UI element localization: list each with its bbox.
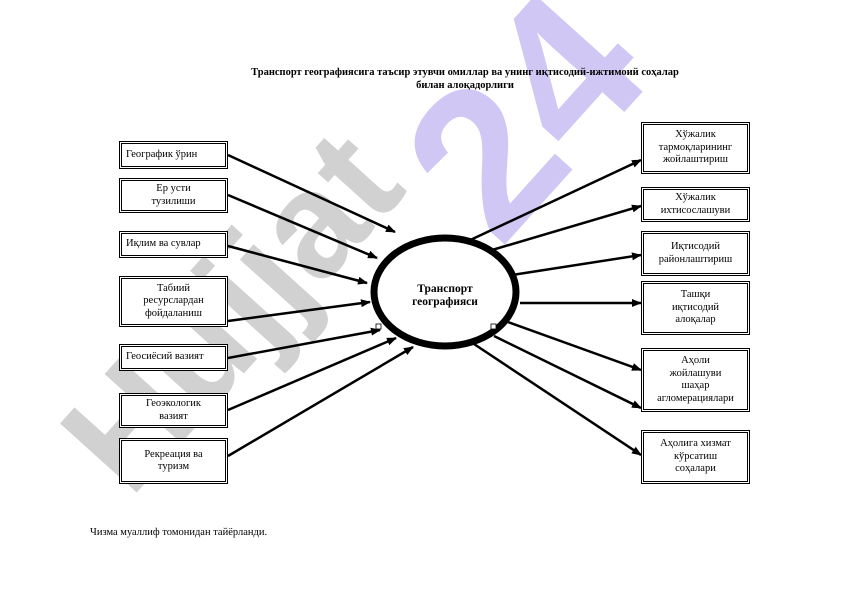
factor-box-climate-water: Иқлим ва сувлар	[119, 231, 228, 258]
center-label: Транспорт географияси	[386, 283, 504, 309]
center-label-line-2: географияси	[412, 296, 478, 308]
factor-label-line-1: Геоэкологик	[145, 398, 201, 409]
ellipse-handle-right	[490, 323, 497, 330]
ellipse-handle-left	[375, 323, 382, 330]
sector-label-line-4: агломерациялари	[657, 392, 734, 404]
factor-label: Географик ўрин	[126, 148, 198, 160]
factor-box-recreation-tourism: Рекреация ва туризм	[119, 438, 228, 484]
arrow-left-2	[227, 193, 378, 260]
factor-label-line-3: фойдаланиш	[145, 307, 202, 319]
sector-label-line-1: Ташқи	[680, 289, 711, 301]
sector-label-line-2: иқтисодий	[671, 301, 720, 313]
sector-label-line-2: районлаштириш	[658, 253, 733, 265]
factor-box-relief: Ер усти тузилиши	[119, 178, 228, 213]
factor-box-geographic-position: Географик ўрин	[119, 141, 228, 169]
factor-label-line-2: ресурслардан	[143, 295, 204, 307]
arrow-left-3	[227, 244, 368, 285]
factor-label-line-1: Рекреация ва	[144, 448, 203, 460]
factor-box-geoecology: Геоэкологик вазият	[119, 393, 228, 428]
factor-label-line-2: вазият	[159, 410, 188, 422]
factor-label: Иқлим ва сувлар	[126, 238, 201, 250]
sector-label-line-2: тармоқларининг	[658, 141, 733, 153]
sector-label-line-2: кўрсатиш	[673, 450, 718, 462]
sector-box-foreign-relations: Ташқи иқтисодий алоқалар	[641, 281, 750, 335]
center-label-line-1: Транспорт	[417, 283, 473, 295]
arrow-left-1	[227, 153, 396, 234]
sector-box-population-agglomerations: Аҳоли жойлашуви шаҳар агломерациялари	[641, 348, 750, 412]
sector-label-line-1: Хўжалик	[675, 129, 716, 141]
arrow-left-4	[227, 299, 371, 323]
sector-box-specialization: Хўжалик ихтисослашуви	[641, 187, 750, 222]
factor-label-line-1: Табиий	[156, 282, 190, 294]
footnote: Чизма муаллиф томонидан тайёрланди.	[90, 527, 268, 538]
arrow-right-2	[491, 204, 642, 252]
factor-box-natural-resources: Табиий ресурслардан фойдаланиш	[119, 276, 228, 327]
arrow-left-5	[227, 327, 381, 360]
arrow-left-7	[227, 345, 414, 458]
sector-label-line-3: соҳалари	[675, 463, 716, 475]
sector-label-line-1: Хўжалик	[675, 192, 716, 203]
sector-label-line-3: жойлаштириш	[662, 154, 728, 166]
sector-box-population-services: Аҳолига хизмат кўрсатиш соҳалари	[641, 430, 750, 484]
title-line-2: билан алоқадорлиги	[416, 80, 514, 91]
factor-label-line-2: туризм	[157, 461, 190, 472]
factor-label-line-2: тузилиши	[151, 195, 196, 207]
sector-box-regionalization: Иқтисодий районлаштириш	[641, 231, 750, 276]
arrow-right-6	[493, 334, 642, 410]
arrow-right-1	[465, 158, 642, 244]
factor-label: Геосиёсий вазият	[126, 351, 204, 363]
factor-label-line-1: Ер усти	[156, 183, 191, 194]
sector-label-line-1: Аҳолига хизмат	[660, 438, 731, 450]
factor-box-geopolitics: Геосиёсий вазият	[119, 344, 228, 371]
arrow-left-6	[227, 336, 397, 412]
title-line-1: Транспорт географиясига таъсир этувчи ом…	[251, 67, 679, 78]
diagram-title: Транспорт географиясига таъсир этувчи ом…	[200, 66, 730, 92]
sector-box-industry-placement: Хўжалик тармоқларининг жойлаштириш	[641, 122, 750, 174]
arrow-right-5	[507, 320, 642, 372]
arrow-right-7	[473, 342, 642, 457]
center-ellipse	[370, 234, 520, 350]
sector-label-line-2: жойлашуви	[669, 367, 722, 379]
sector-label-line-3: алоқалар	[675, 314, 716, 326]
arrow-right-3	[511, 252, 642, 277]
sector-label-line-2: ихтисослашуви	[660, 204, 731, 216]
sector-label-line-3: шаҳар	[681, 380, 710, 391]
sector-label-line-1: Аҳоли	[681, 355, 710, 366]
sector-label-line-1: Иқтисодий	[670, 241, 721, 252]
